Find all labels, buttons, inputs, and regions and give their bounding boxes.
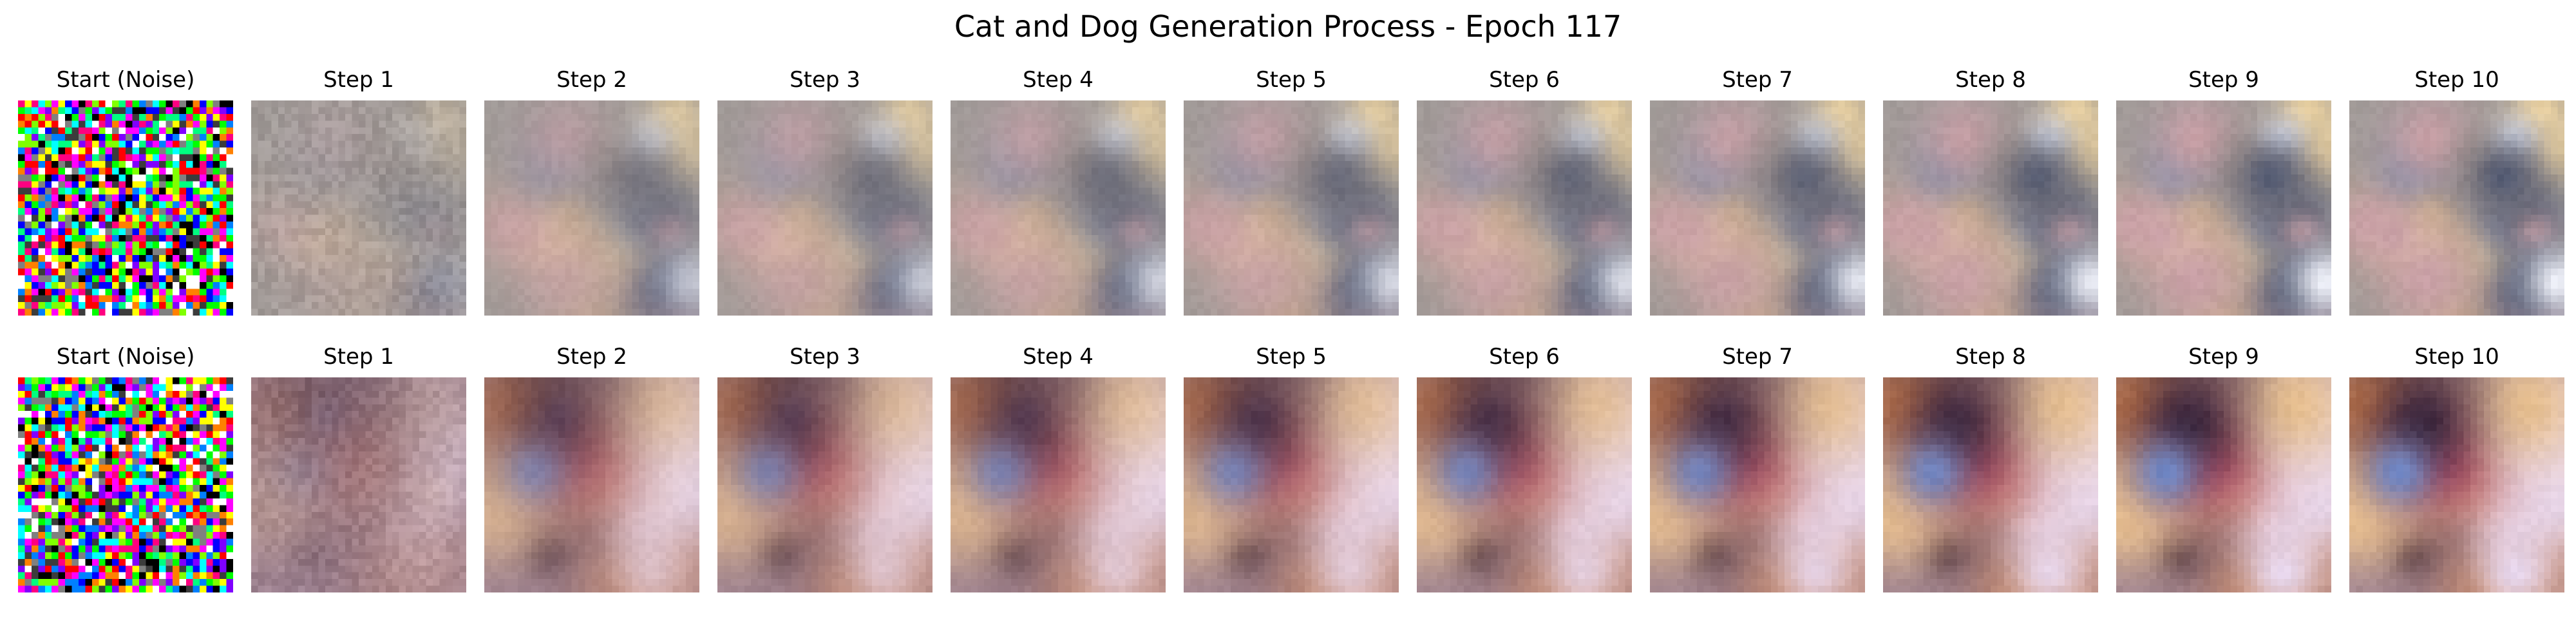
- panel-title: Step 10: [2414, 67, 2499, 93]
- generated-image: [951, 377, 1166, 592]
- panel-step-6: Step 6: [1417, 64, 1632, 341]
- panel-step-4: Step 4: [951, 341, 1166, 618]
- panel-title: Step 6: [1489, 67, 1560, 93]
- panel-title: Step 4: [1023, 67, 1094, 93]
- generated-image: [2116, 377, 2331, 592]
- panel-step-7: Step 7: [1650, 64, 1865, 341]
- generated-image: [1650, 377, 1865, 592]
- generated-image: [1883, 100, 2098, 316]
- panel-start-noise: Start (Noise): [18, 64, 233, 341]
- panel-title: Step 3: [790, 344, 860, 370]
- panel-title: Step 1: [323, 67, 394, 93]
- panel-step-1: Step 1: [251, 64, 466, 341]
- panel-step-7: Step 7: [1650, 341, 1865, 618]
- generated-image: [717, 377, 933, 592]
- panel-step-8: Step 8: [1883, 64, 2098, 341]
- panel-title: Step 1: [323, 344, 394, 370]
- generated-image: [251, 377, 466, 592]
- panel-step-1: Step 1: [251, 341, 466, 618]
- panel-step-5: Step 5: [1184, 64, 1399, 341]
- panel-title: Step 8: [1955, 344, 2026, 370]
- panel-step-5: Step 5: [1184, 341, 1399, 618]
- panel-title: Step 4: [1023, 344, 1094, 370]
- generated-image: [1883, 377, 2098, 592]
- panel-step-6: Step 6: [1417, 341, 1632, 618]
- panel-title: Step 5: [1256, 67, 1327, 93]
- figure-title: Cat and Dog Generation Process - Epoch 1…: [954, 9, 1622, 44]
- generated-image: [2349, 100, 2564, 316]
- generated-image: [2349, 377, 2564, 592]
- panel-step-3: Step 3: [717, 64, 933, 341]
- panel-title: Step 10: [2414, 344, 2499, 370]
- generated-image: [951, 100, 1166, 316]
- panel-title: Start (Noise): [56, 67, 195, 93]
- generated-image: [484, 377, 699, 592]
- generated-image: [1184, 377, 1399, 592]
- panel-title: Step 2: [556, 67, 627, 93]
- noise-image: [18, 100, 233, 316]
- panel-start-noise: Start (Noise): [18, 341, 233, 618]
- panel-step-9: Step 9: [2116, 64, 2331, 341]
- panel-step-8: Step 8: [1883, 341, 2098, 618]
- panel-step-10: Step 10: [2349, 64, 2564, 341]
- panel-title: Step 9: [2188, 67, 2259, 93]
- generated-image: [484, 100, 699, 316]
- panel-title: Step 5: [1256, 344, 1327, 370]
- panel-title: Step 7: [1722, 344, 1793, 370]
- panel-title: Step 7: [1722, 67, 1793, 93]
- generation-row-2: Start (Noise) Step 1 Step 2 Step 3 Step …: [0, 341, 2576, 618]
- generated-image: [717, 100, 933, 316]
- panel-title: Step 2: [556, 344, 627, 370]
- generated-image: [2116, 100, 2331, 316]
- panel-step-2: Step 2: [484, 64, 699, 341]
- noise-image: [18, 377, 233, 592]
- generated-image: [1650, 100, 1865, 316]
- generated-image: [1417, 377, 1632, 592]
- panel-title: Step 9: [2188, 344, 2259, 370]
- panel-title: Start (Noise): [56, 344, 195, 370]
- panel-title: Step 8: [1955, 67, 2026, 93]
- panel-step-3: Step 3: [717, 341, 933, 618]
- generated-image: [1417, 100, 1632, 316]
- panel-step-9: Step 9: [2116, 341, 2331, 618]
- panel-step-10: Step 10: [2349, 341, 2564, 618]
- panel-step-4: Step 4: [951, 64, 1166, 341]
- generated-image: [1184, 100, 1399, 316]
- generation-row-1: Start (Noise) Step 1 Step 2 Step 3 Step …: [0, 64, 2576, 341]
- panel-title: Step 6: [1489, 344, 1560, 370]
- panel-step-2: Step 2: [484, 341, 699, 618]
- panel-title: Step 3: [790, 67, 860, 93]
- generated-image: [251, 100, 466, 316]
